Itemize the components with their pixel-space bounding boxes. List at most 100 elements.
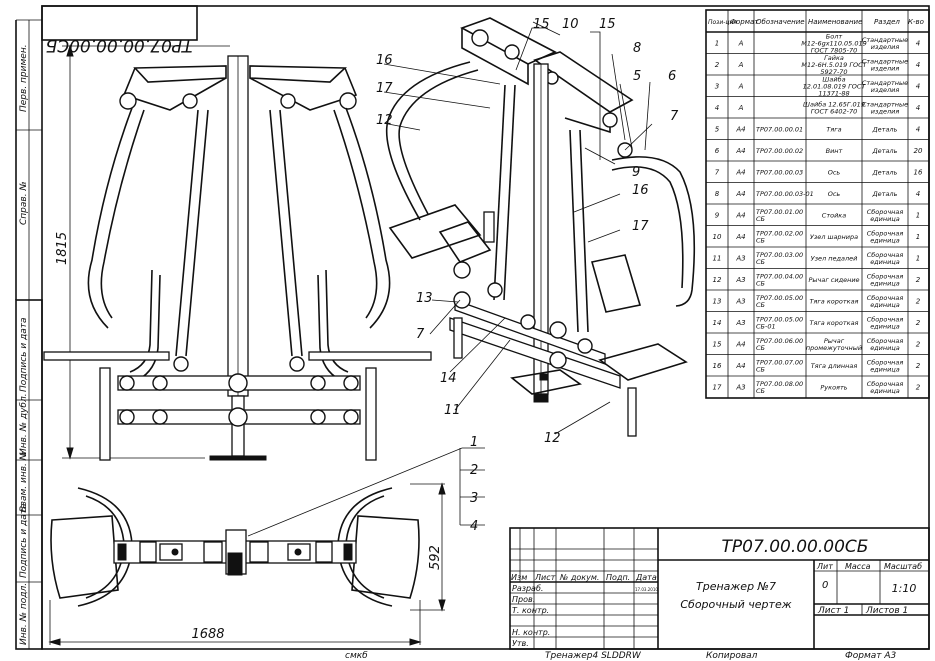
spec-cell: А4	[735, 147, 745, 155]
spec-cell: 4	[916, 39, 920, 47]
rev-date-tiny: 17.03.2010	[635, 587, 658, 592]
spec-cell: А3	[735, 254, 745, 262]
spec-cell: 1	[916, 211, 920, 219]
spec-cell: Тяга короткая	[810, 319, 859, 327]
side-label-vzam-inv: Взам. инв. №	[19, 451, 29, 512]
callout-15-b: 15	[599, 17, 616, 32]
spec-cell: А4	[735, 233, 745, 241]
spec-cell: 17	[713, 383, 722, 391]
title-scale-value: 1:10	[892, 582, 917, 595]
role-norm-control: Н. контр.	[512, 628, 550, 637]
spec-cell: Узел педалей	[811, 254, 858, 262]
title-block: Изм Лист № докум. Подп. Дата Разраб. Про…	[509, 527, 930, 650]
spec-cell: 4	[916, 61, 920, 69]
spec-cell: А3	[735, 383, 745, 391]
footer-copied: Копировал	[706, 651, 758, 661]
spec-cell: А	[738, 61, 744, 69]
spec-cell: 4	[715, 104, 719, 112]
spec-cell: А3	[735, 297, 745, 305]
spec-cell: 13	[713, 297, 722, 305]
spec-cell: 1	[916, 254, 920, 262]
title-code: ТР07.00.00.00СБ	[722, 537, 869, 557]
mirrored-code-text: ТР07.00.00.00СБ	[46, 35, 193, 55]
title-sheet: Лист 1	[817, 606, 849, 616]
spec-cell: 3	[715, 82, 719, 90]
title-lit-value: 0	[822, 580, 828, 591]
spec-cell: А4	[735, 125, 745, 133]
side-label-inv-podl: Инв. № подл.	[19, 583, 29, 645]
side-label-podpis-data-1: Подпись и дата	[19, 317, 29, 392]
callout-17-b: 17	[632, 219, 649, 234]
rev-header-date: Дата	[635, 573, 657, 582]
spec-cell: ТР07.00.00.02	[756, 147, 803, 155]
dim-height: 1815	[55, 232, 70, 265]
side-label-perv-primen: Перв. примен.	[19, 44, 29, 112]
isometric-view: 15 10 15 8 5 6 7 16 17 12 9 16 17 13 7 1…	[376, 17, 696, 446]
side-label-podpis-data-2: Подпись и дата	[19, 503, 29, 578]
spec-cell: А4	[735, 168, 745, 176]
spec-cell: ТР07.00.00.01	[756, 125, 803, 133]
spec-cell: 4	[916, 190, 920, 198]
spec-cell: Ось	[828, 168, 841, 176]
rev-header-sign: Подп.	[606, 573, 630, 582]
title-col-mass: Масса	[845, 562, 871, 571]
spec-cell: 2	[715, 61, 720, 69]
callout-7-a: 7	[670, 109, 679, 124]
callout-11: 11	[444, 403, 461, 418]
spec-cell: 5	[715, 125, 720, 133]
spec-cell: 4	[916, 82, 920, 90]
spec-cell: Деталь	[872, 190, 898, 198]
role-approved: Утв.	[512, 639, 529, 648]
callout-8: 8	[633, 41, 641, 56]
spec-header-designation: Обозначение	[756, 18, 805, 26]
title-name-line1: Тренажер №7	[696, 580, 776, 593]
spec-cell: 20	[914, 147, 923, 155]
spec-cell: Рычаг сидение	[808, 276, 859, 284]
spec-header-format: Формат	[730, 18, 759, 26]
spec-header-section: Раздел	[874, 18, 900, 26]
spec-cell: Узел шарнира	[810, 233, 858, 241]
spec-cell: Рукоять	[820, 383, 847, 391]
role-checker: Пров.	[512, 595, 535, 604]
spec-cell: 1	[715, 39, 719, 47]
callout-1: 1	[470, 435, 478, 450]
spec-cell: Тяга длинная	[811, 362, 858, 370]
title-col-lit: Лит	[816, 562, 833, 571]
callout-6: 6	[668, 69, 676, 84]
spec-cell: ТР07.00.00.03	[756, 168, 803, 176]
spec-cell: 1	[916, 233, 920, 241]
callout-5: 5	[633, 69, 641, 84]
spec-cell: Винт	[826, 147, 843, 155]
spec-cell: Деталь	[872, 125, 898, 133]
plan-view: 592 1688 1 2 3 4	[48, 435, 485, 646]
spec-cell: 2	[916, 319, 921, 327]
spec-cell: 6	[715, 147, 720, 155]
spec-cell: А4	[735, 211, 745, 219]
spec-cell: Деталь	[872, 147, 898, 155]
callout-15-a: 15	[533, 17, 550, 32]
spec-cell: ТР07.00.00.03-01	[756, 190, 814, 198]
spec-header-name: Наименование	[808, 18, 862, 26]
spec-cell: 9	[715, 211, 720, 219]
title-col-scale: Масштаб	[884, 562, 922, 571]
